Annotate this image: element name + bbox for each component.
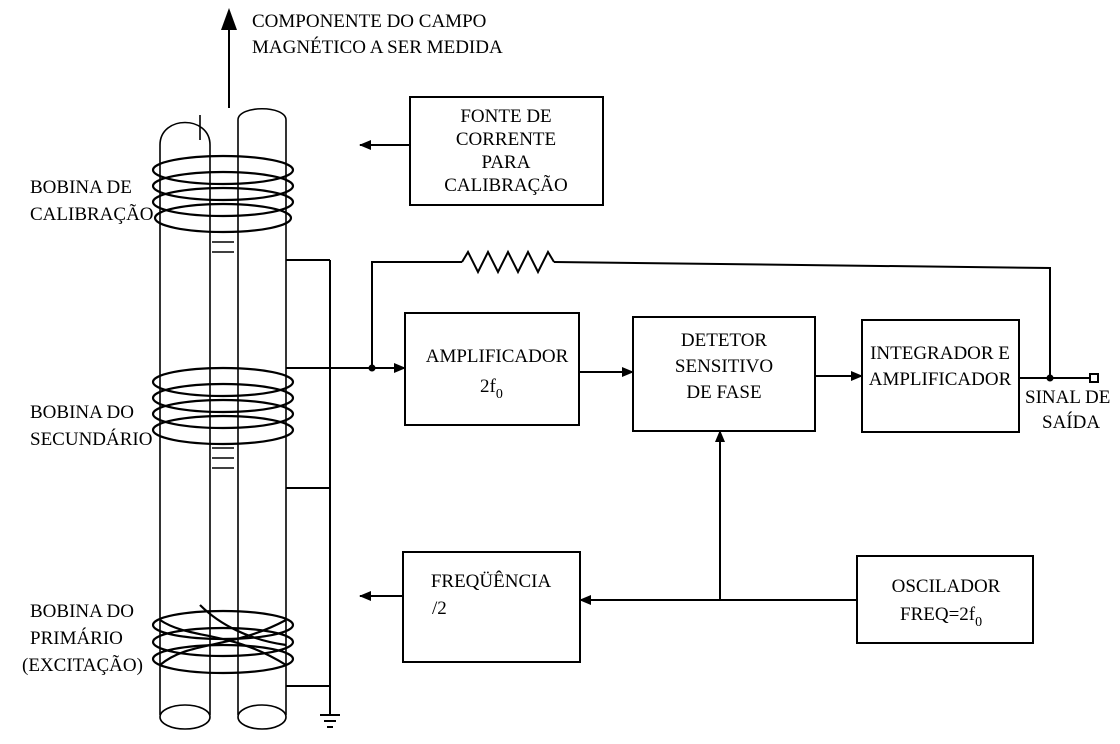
current-source-block <box>409 96 604 206</box>
output-junction-dot <box>1046 374 1054 382</box>
detector-text-2: SENSITIVO <box>675 356 773 377</box>
frequency-divider-block <box>402 551 581 663</box>
output-label-1: SINAL DE <box>1025 387 1110 408</box>
current-source-text-3: PARA <box>482 152 531 173</box>
primary-coil-label-2: PRIMÁRIO <box>30 627 123 649</box>
detector-text-3: DE FASE <box>686 382 761 403</box>
primary-coil-label-3: (EXCITAÇÃO) <box>22 654 143 676</box>
amplifier-block <box>404 312 580 426</box>
magnetic-cores <box>159 108 287 730</box>
secondary-coil <box>151 366 295 469</box>
calibration-coil-label-2: CALIBRAÇÃO <box>30 203 154 225</box>
current-source-text-1: FONTE DE <box>460 106 551 127</box>
oscillator-block <box>856 555 1034 644</box>
field-label-line1: COMPONENTE DO CAMPO <box>252 11 486 32</box>
divider-text-2: /2 <box>432 598 447 619</box>
integrator-block <box>861 319 1020 433</box>
current-source-text-4: CALIBRAÇÃO <box>444 174 568 196</box>
ground-icon <box>320 714 340 728</box>
oscillator-freq: FREQ=2f0 <box>900 604 982 630</box>
calibration-coil-label-1: BOBINA DE <box>30 177 132 198</box>
calibration-coil <box>151 154 295 253</box>
field-direction-arrow <box>221 8 237 108</box>
output-terminal <box>1089 373 1099 383</box>
phase-detector-block <box>632 316 816 432</box>
amplifier-freq: 2f0 <box>480 376 503 402</box>
integrator-text-1: INTEGRADOR E <box>870 343 1010 364</box>
oscillator-text-1: OSCILADOR <box>892 576 1001 597</box>
integrator-text-2: AMPLIFICADOR <box>869 369 1012 390</box>
divider-text-1: FREQÜÊNCIA <box>431 570 552 592</box>
primary-coil-label-1: BOBINA DO <box>30 601 134 622</box>
field-label-line2: MAGNÉTICO A SER MEDIDA <box>252 36 503 58</box>
amplifier-text: AMPLIFICADOR <box>426 346 569 367</box>
secondary-coil-label-2: SECUNDÁRIO <box>30 428 152 450</box>
primary-coil <box>151 604 295 675</box>
junction-dot <box>368 364 376 372</box>
secondary-coil-label-1: BOBINA DO <box>30 402 134 423</box>
detector-text-1: DETETOR <box>681 330 768 351</box>
feedback-path <box>371 249 1051 378</box>
output-label-2: SAÍDA <box>1042 411 1100 433</box>
ground-wiring <box>286 259 331 715</box>
current-source-text-2: CORRENTE <box>456 129 556 150</box>
